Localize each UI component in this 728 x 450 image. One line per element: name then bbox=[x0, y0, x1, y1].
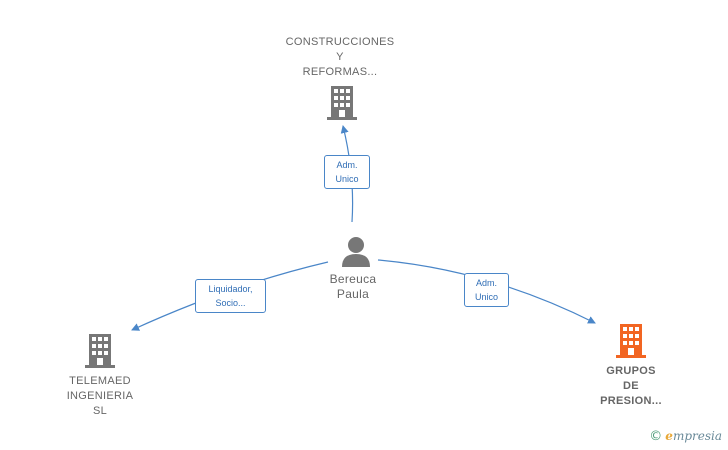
edge-label-top[interactable]: Adm. Unico bbox=[324, 155, 370, 189]
edge-label-right-line-2: Unico bbox=[474, 292, 498, 302]
node-center-label[interactable]: Bereuca Paula bbox=[303, 272, 403, 302]
node-center-line-2: Paula bbox=[336, 287, 370, 301]
brand-watermark: ©empresia bbox=[649, 429, 722, 444]
node-left-line-2: INGENIERIA bbox=[66, 390, 134, 402]
building-icon[interactable] bbox=[85, 334, 115, 368]
node-right-line-3: PRESION... bbox=[600, 395, 662, 407]
node-top-line-1: CONSTRUCCIONES bbox=[285, 36, 395, 48]
node-left-line-1: TELEMAED bbox=[69, 375, 131, 387]
edge-label-left-line-1: Liquidador, bbox=[208, 284, 253, 294]
building-icon[interactable] bbox=[327, 86, 357, 120]
node-right-label[interactable]: GRUPOS DE PRESION... bbox=[576, 364, 686, 409]
copyright-symbol: © bbox=[649, 429, 663, 444]
node-top-line-2: Y bbox=[336, 51, 344, 63]
node-center-line-1: Bereuca bbox=[329, 272, 377, 286]
edge-label-right-line-1: Adm. bbox=[475, 278, 497, 288]
node-top-label[interactable]: CONSTRUCCIONES Y REFORMAS... bbox=[270, 35, 410, 80]
brand-initial: e bbox=[665, 429, 673, 443]
person-icon[interactable] bbox=[341, 236, 371, 268]
edge-label-top-line-2: Unico bbox=[335, 174, 359, 184]
building-icon-highlighted[interactable] bbox=[616, 324, 646, 358]
node-right-line-1: GRUPOS bbox=[606, 365, 656, 377]
edge-label-right[interactable]: Adm. Unico bbox=[464, 273, 509, 307]
brand-name: mpresia bbox=[672, 429, 722, 443]
node-left-label[interactable]: TELEMAED INGENIERIA SL bbox=[45, 374, 155, 419]
edge-label-left[interactable]: Liquidador, Socio... bbox=[195, 279, 266, 313]
edge-label-left-line-2: Socio... bbox=[215, 298, 246, 308]
node-top-line-3: REFORMAS... bbox=[302, 66, 378, 78]
node-right-line-2: DE bbox=[623, 380, 639, 392]
node-left-line-3: SL bbox=[92, 405, 108, 417]
edge-label-top-line-1: Adm. bbox=[336, 160, 358, 170]
